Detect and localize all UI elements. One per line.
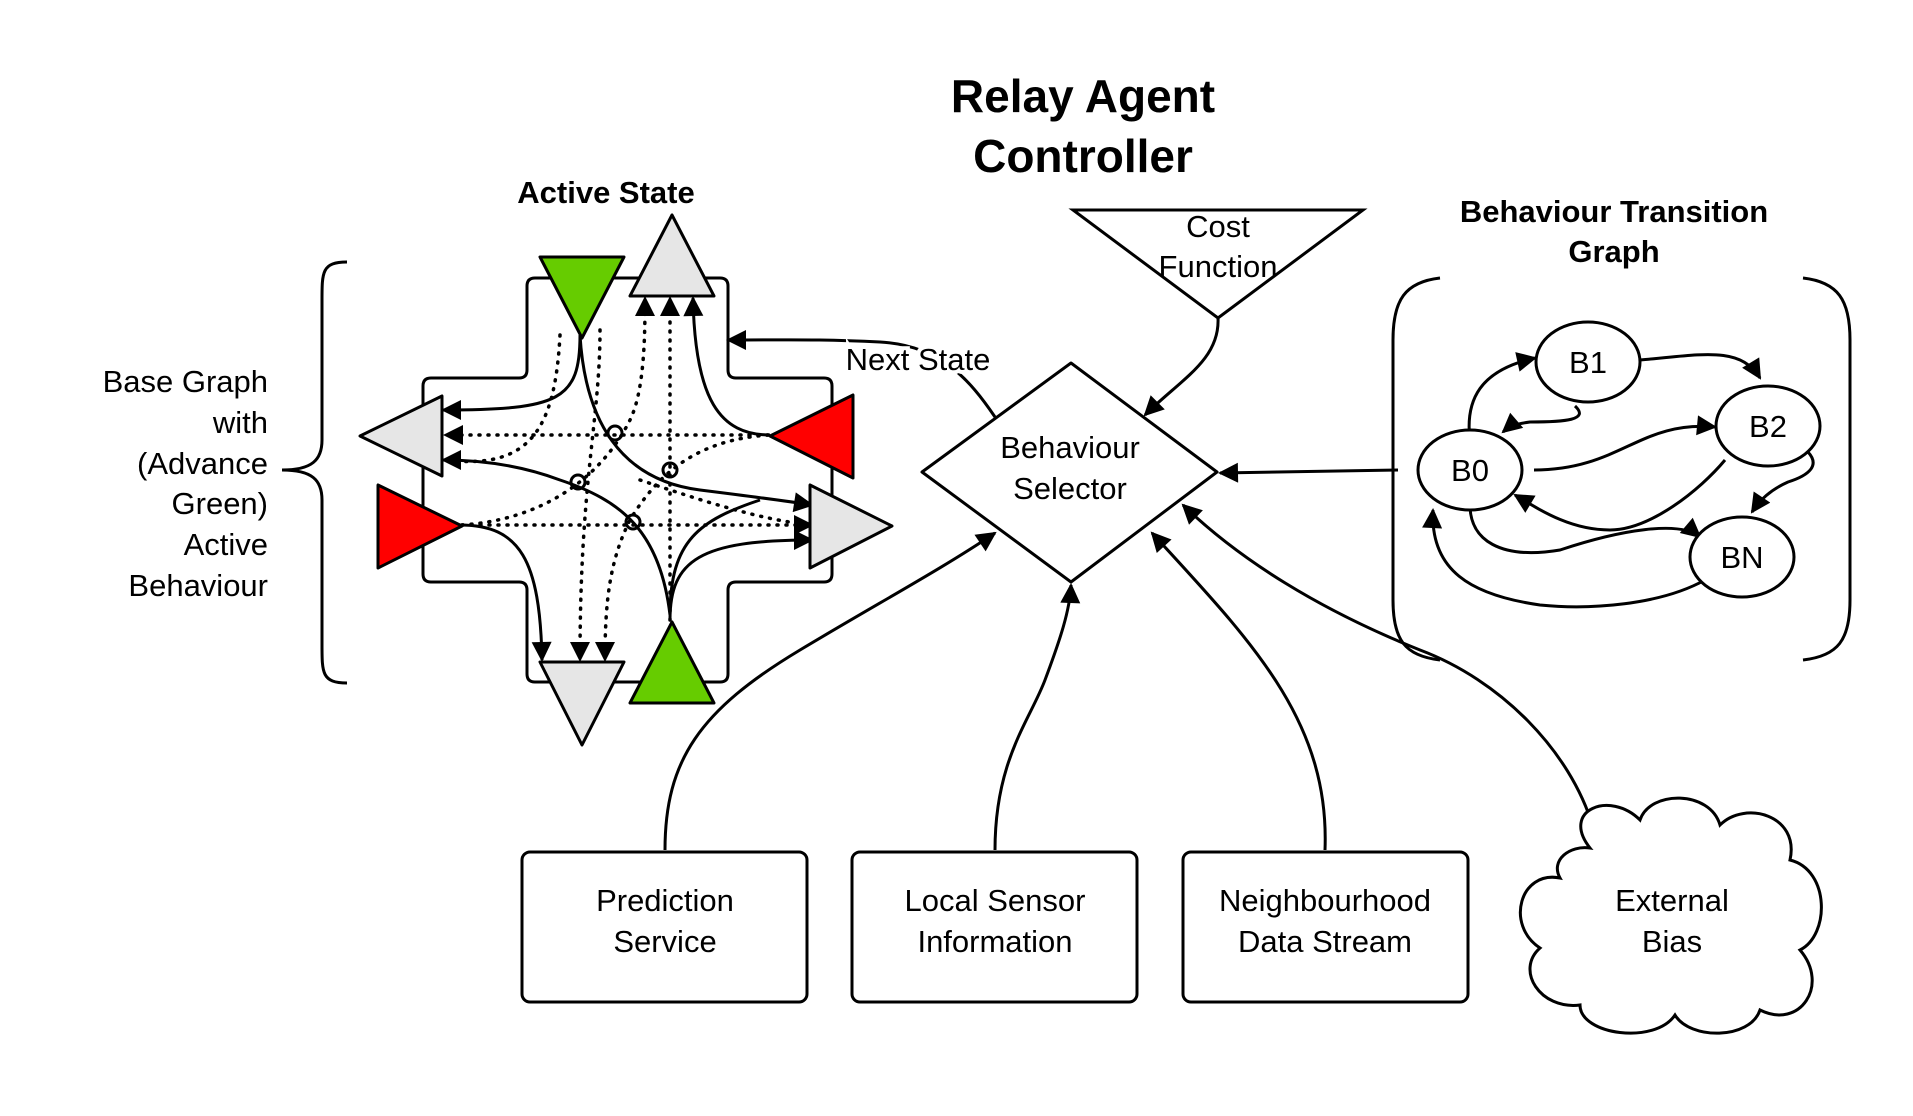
neighbourhood-label-line1: Neighbourhood [1219, 883, 1431, 918]
node-b1-label: B1 [1569, 345, 1607, 380]
edge-b0-b1 [1467, 352, 1537, 441]
signal-south-grey [538, 660, 626, 747]
local-sensor-label-line2: Information [917, 924, 1072, 959]
local-sensor-label-line1: Local Sensor [905, 883, 1086, 918]
prediction-to-selector-arrow [663, 531, 997, 851]
base-graph-label: Base Graph with (Advance Green) Active B… [103, 364, 268, 603]
signal-west-red [376, 483, 464, 570]
neighbourhood-to-selector-arrow [1150, 531, 1327, 851]
movement-solid-paths [441, 296, 814, 662]
node-bn[interactable] [1688, 515, 1796, 599]
node-bn-label: BN [1720, 540, 1763, 575]
hop-3 [569, 473, 587, 491]
cost-to-selector-arrow [1143, 317, 1220, 417]
dotted-red-west-curve [460, 296, 655, 527]
base-graph-label-line4: Green) [172, 486, 268, 521]
dotted-red-east-curve [595, 433, 770, 662]
next-state-label: Next State [846, 342, 991, 377]
behaviour-selector-shape[interactable] [920, 361, 1219, 584]
cost-function-shape [1068, 208, 1368, 320]
node-b2-label: B2 [1749, 409, 1787, 444]
edge-b1-b2 [1639, 353, 1762, 380]
cost-function-label-line1: Cost [1186, 209, 1250, 244]
external-bias-label-line1: External [1615, 883, 1729, 918]
cost-function-label-line2: Function [1159, 249, 1278, 284]
edge-b0-bn [1468, 504, 1702, 555]
transition-graph-heading-line2: Graph [1568, 234, 1659, 269]
transition-graph-edges [1422, 352, 1815, 609]
base-graph-label-line3: (Advance [137, 446, 268, 481]
node-b2[interactable] [1714, 384, 1822, 468]
path-north-green-to-west [441, 334, 582, 420]
node-b0-label: B0 [1451, 453, 1489, 488]
signal-west-grey [358, 394, 444, 478]
signal-east-red-shape [768, 393, 855, 480]
base-graph-label-line2: with [212, 405, 268, 440]
movement-dotted-paths [443, 296, 814, 662]
local-sensor-box[interactable] [850, 850, 1139, 1004]
transition-graph-nodes: B0 B1 B2 BN [1416, 320, 1822, 599]
path-south-green-to-west [441, 450, 672, 616]
graph-to-selector-arrow [1218, 462, 1399, 483]
transition-graph-right-paren [1802, 276, 1852, 662]
dotted-north-to-west [443, 333, 562, 464]
hop-1 [606, 424, 624, 442]
hop-2 [661, 461, 679, 479]
path-east-red-to-north [683, 296, 771, 437]
transition-graph-heading-line1: Behaviour Transition [1460, 194, 1768, 229]
neighbourhood-box[interactable] [1181, 850, 1470, 1004]
behaviour-selector-label-line2: Selector [1013, 471, 1127, 506]
behaviour-selector-label-line1: Behaviour [1000, 430, 1140, 465]
dotted-green-north-to-south [570, 328, 602, 662]
hop-4 [624, 513, 642, 531]
edge-b2-bn [1750, 450, 1815, 514]
prediction-service-label-line2: Service [613, 924, 716, 959]
edge-bn-b0 [1422, 508, 1706, 609]
node-b1[interactable] [1534, 320, 1642, 404]
base-graph-label-line6: Behaviour [128, 568, 268, 603]
edge-b1-b0 [1501, 404, 1581, 434]
neighbourhood-label-line2: Data Stream [1238, 924, 1412, 959]
signal-south-green [628, 620, 716, 705]
path-south-green-to-north [668, 498, 761, 616]
node-b0[interactable] [1416, 428, 1524, 512]
signal-east-grey [808, 483, 894, 570]
active-state-heading: Active State [517, 175, 694, 210]
signal-triangles [358, 213, 894, 747]
crossing-hops [569, 424, 679, 531]
path-north-green-to-east [578, 334, 814, 513]
base-graph-brace [281, 260, 348, 685]
path-west-red-to-south [459, 523, 552, 662]
next-state-arrow [726, 329, 997, 418]
external-bias-cloud[interactable] [1518, 796, 1823, 1035]
prediction-service-box[interactable] [520, 850, 809, 1004]
external-bias-label-line2: Bias [1642, 924, 1702, 959]
input-arrows [663, 503, 1595, 851]
external-bias-to-selector-arrow [1181, 503, 1595, 828]
signal-north-grey [628, 213, 716, 298]
edge-b0-b2 [1533, 415, 1717, 472]
edge-b2-b0 [1513, 459, 1727, 532]
signal-north-green [538, 255, 626, 340]
intersection-outline [421, 276, 834, 684]
diagram-title-line2: Controller [973, 130, 1193, 182]
base-graph-label-line1: Base Graph [103, 364, 268, 399]
prediction-service-label-line1: Prediction [596, 883, 734, 918]
path-south-green-to-east [668, 530, 814, 621]
local-sensor-to-selector-arrow [993, 583, 1081, 851]
base-graph-label-line5: Active [184, 527, 268, 562]
diagram-title-line1: Relay Agent [951, 70, 1215, 122]
